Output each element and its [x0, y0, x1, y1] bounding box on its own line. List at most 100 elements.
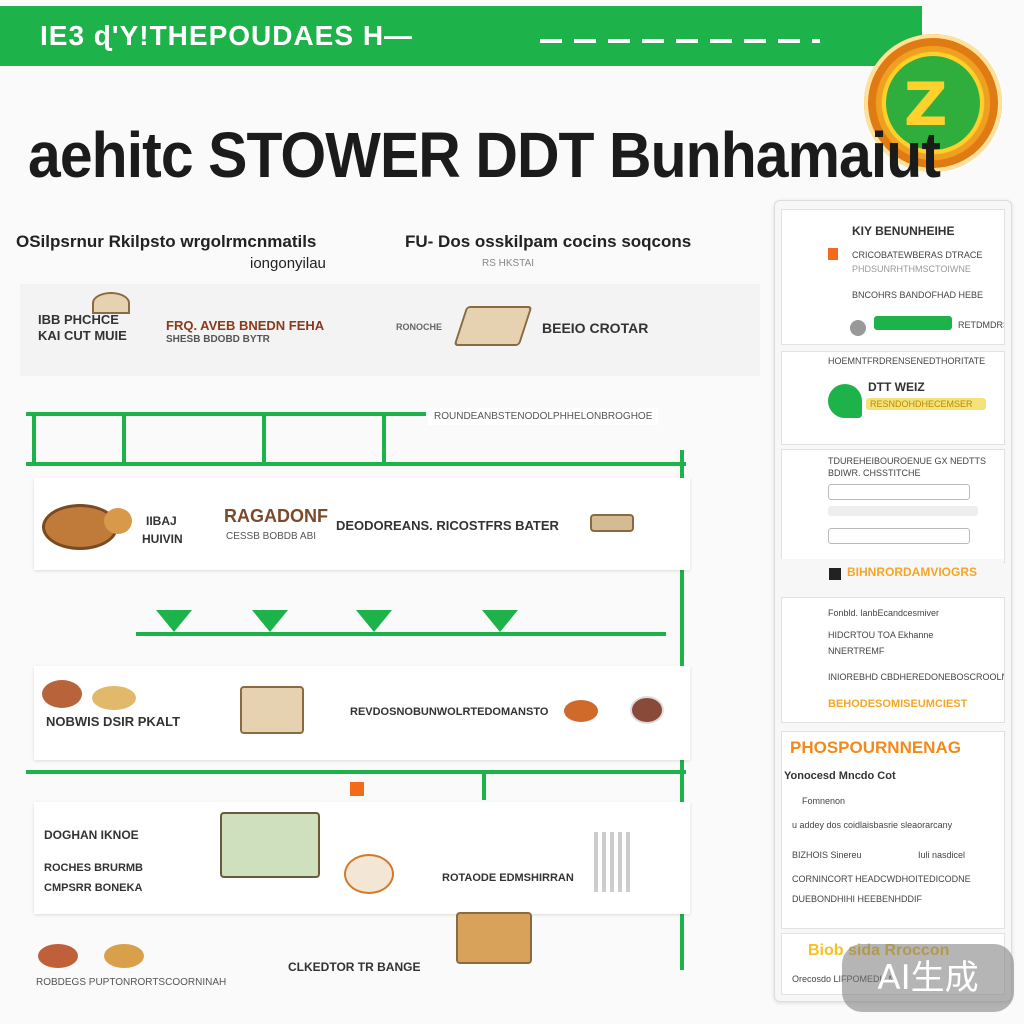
- sidebar-card-3: TDUREHEIBOUROENUE GX NEDTTS BDIWR. CHSST…: [781, 449, 1005, 563]
- bottom-caption: CLKEDTOR TR BANGE: [288, 960, 421, 974]
- card5-line6: CORNINCORT HEADCWDHOITEDICODNE: [792, 874, 971, 884]
- banner-dashes: [540, 39, 820, 43]
- subtitle-right: FU- Dos osskilpam cocins soqcons: [405, 232, 692, 251]
- badge-center: Z: [886, 56, 980, 150]
- banner-title: IE3 ɖ'Y!THEPOUDAES H—: [40, 20, 414, 51]
- card4-line4: INIOREBHD CBDHEREDONEBOSCROOLNE: [828, 672, 1005, 682]
- orange-square-icon: [828, 248, 838, 260]
- bottom-small: ROBDEGS PUPTONRORTSCOORNINAH: [36, 977, 227, 988]
- sidebar-card-1: KIY BENUNHEIHE CRICOBATEWBERAS DTRACE PH…: [781, 209, 1005, 345]
- green-leaf-icon: [828, 384, 862, 418]
- plate-icon: [42, 680, 82, 708]
- row1-label-a: IIBAJ: [146, 514, 177, 528]
- card5-line3: u addey dos coidlaisbasrie sleaorarcany: [792, 820, 953, 830]
- legend-item-1: IBB PHCHCE KAI CUT MUIE: [38, 312, 127, 345]
- row3-label-a: DOGHAN IKNOE: [44, 828, 139, 842]
- arrow-down-2-icon: [252, 610, 288, 632]
- flow-post-2: [122, 412, 126, 462]
- card3-input-box-2: [828, 528, 970, 544]
- card1-line4: RETDMDRSTHE: [958, 320, 1004, 330]
- sidebar-card-4: Fonbld. lanbEcandcesmiver HIDCRTOU TOA E…: [781, 597, 1005, 723]
- row1-title: RAGADONF: [224, 506, 328, 526]
- flow-top-caption: ROUNDEANBSTENODOLPHHELONBROGHOE: [428, 408, 659, 425]
- grill-sketch-icon: [92, 292, 130, 314]
- flow-post-4: [382, 412, 386, 462]
- orange-marker: [350, 782, 364, 796]
- card3-input-box: [828, 484, 970, 500]
- card3-orange: BIHNRORDAMVIOGRS: [847, 565, 978, 579]
- sidebar-orange-row: BIHNRORDAMVIOGRS: [781, 559, 1003, 589]
- yellow-highlight: [866, 398, 986, 410]
- pot-icon: [344, 854, 394, 894]
- card4-line2: HIDCRTOU TOA Ekhanne: [828, 630, 934, 640]
- card2-header: HOEMNTFRDRENSENEDTHORITATE: [828, 356, 986, 366]
- card4-line1: Fonbld. lanbEcandcesmiver: [828, 608, 940, 618]
- badge-glyph: Z: [904, 70, 948, 140]
- flow-mid-line: [26, 462, 686, 466]
- bread-icon: [104, 508, 132, 534]
- card4-orange: BEHODESOMISEUMCIEST: [828, 698, 968, 710]
- sidebar-card-5: PHOSPOURNNENAG Yonocesd Mncdo Cot Fomnen…: [781, 731, 1005, 929]
- sidebar-panel: KIY BENUNHEIHE CRICOBATEWBERAS DTRACE PH…: [774, 200, 1012, 1002]
- kitchen-sketch-icon: [220, 812, 320, 878]
- card3-bar: [828, 506, 978, 516]
- row1-label-b: HUIVIN: [142, 532, 183, 546]
- row3-label-c: CMPSRR BONEKA: [44, 882, 143, 894]
- card2-sub: RESNDOHDHECEMSER: [870, 399, 973, 409]
- legend-item-2-line2: SHESB BDOBD BYTR: [166, 334, 270, 346]
- legend-item-3: BEEIO CROTAR: [542, 320, 649, 336]
- subtitle-left-2: iongonyilau: [250, 255, 326, 272]
- card2-title: DTT WEIZ: [868, 380, 925, 394]
- bottom-plate-icon: [38, 944, 78, 968]
- card5-orange: PHOSPOURNNENAG: [790, 738, 961, 757]
- card4-line3: NNERTREMF: [828, 646, 885, 656]
- flow-top-line: [26, 412, 426, 416]
- stove-sketch-icon: [240, 686, 304, 734]
- row1-sub: CESSB BOBDB ABI: [226, 531, 317, 542]
- subtitle-right-2: RS HKSTAI: [482, 258, 535, 269]
- card1-line2: PHDSUNRHTHMSCTOIWNE: [852, 264, 971, 274]
- sidebar-card-2: HOEMNTFRDRENSENEDTHORITATE DTT WEIZ RESN…: [781, 351, 1005, 445]
- bottom-dish-icon: [104, 944, 144, 968]
- tray-sketch-icon: [590, 514, 634, 532]
- card5-line1: Yonocesd Mncdo Cot: [784, 770, 896, 782]
- flow-row-3: DOGHAN IKNOE ROCHES BRURMB CMPSRR BONEKA…: [34, 802, 690, 914]
- flow-connector-2: [26, 770, 686, 774]
- top-banner: IE3 ɖ'Y!THEPOUDAES H—: [0, 6, 922, 66]
- oven-sketch-icon: [453, 306, 533, 346]
- ai-generated-watermark: AI生成: [842, 944, 1014, 1012]
- legend-item-2-line1: FRQ. AVEB BNEDN FEHA: [166, 318, 325, 333]
- bottom-food-sketch-icon: [456, 912, 532, 964]
- legend-item-2: FRQ. AVEB BNEDN FEHA SHESB BDOBD BYTR: [166, 318, 324, 347]
- flow-connector-1: [136, 632, 666, 636]
- row1-title2: DEODOREANS. RICOSTFRS BATER: [336, 518, 559, 533]
- card5-line7: DUEBONDHIHI HEEBENHDDIF: [792, 894, 923, 904]
- subtitle-left: OSilpsrnur Rkilpsto wrgolrmcnmatils: [16, 232, 317, 251]
- bowl-icon: [564, 700, 598, 722]
- meat-plate-icon: [630, 696, 664, 724]
- legend-strip: IBB PHCHCE KAI CUT MUIE FRQ. AVEB BNEDN …: [20, 284, 760, 376]
- legend-item-1-line1: IBB PHCHCE: [38, 312, 119, 327]
- row2-title: REVDOSNOBUNWOLRTEDOMANSTO: [350, 706, 549, 718]
- arrow-down-4-icon: [482, 610, 518, 632]
- card3-line2: BDIWR. CHSSTITCHE: [828, 468, 921, 478]
- building-sketch-icon: [594, 832, 634, 892]
- legend-item-3-label: RONOCHE: [396, 322, 443, 332]
- card1-line3: BNCOHRS BANDOFHAD HEBE: [852, 290, 984, 300]
- card1-line1: CRICOBATEWBERAS DTRACE: [852, 250, 983, 260]
- card5-line4: BIZHOIS Sinereu: [792, 850, 862, 860]
- row3-caption: ROTAODE EDMSHIRRAN: [442, 872, 574, 884]
- flow-post-3: [262, 412, 266, 462]
- flow-connector-2-drop: [482, 770, 486, 800]
- legend-item-1-line2: KAI CUT MUIE: [38, 328, 127, 344]
- page-headline: aehitc STOWER DDT Bunhamaiut: [28, 119, 941, 191]
- arrow-down-1-icon: [156, 610, 192, 632]
- card5-line2: Fomnenon: [802, 796, 846, 806]
- card5-line5: Iuli nasdicel: [918, 850, 966, 860]
- card3-line1: TDUREHEIBOUROENUE GX NEDTTS: [828, 456, 987, 466]
- black-square-icon: [829, 568, 841, 580]
- avatar-icon: [850, 320, 866, 336]
- process-flow: ROUNDEANBSTENODOLPHHELONBROGHOE IIBAJ HU…: [26, 408, 696, 1010]
- green-progress-bar: [874, 316, 952, 330]
